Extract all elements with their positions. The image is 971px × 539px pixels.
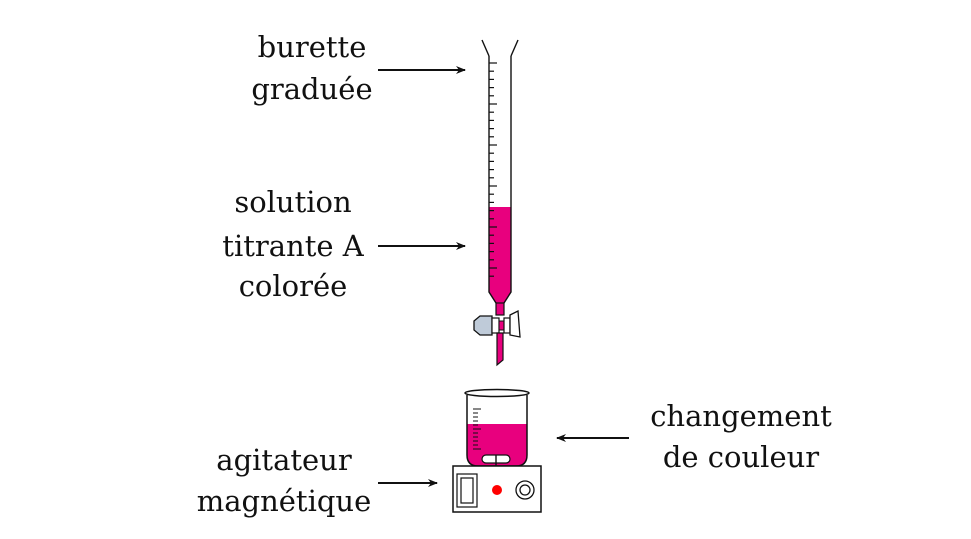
stopcock-handle xyxy=(509,309,521,338)
label-agitateur-line1: agitateur xyxy=(216,443,352,477)
stopcock xyxy=(473,309,521,338)
burette xyxy=(473,39,521,367)
label-changement: changement de couleur xyxy=(650,399,832,474)
burette-graduations xyxy=(489,62,497,277)
speed-knob-center xyxy=(519,484,531,496)
stopcock-channel xyxy=(498,320,505,331)
label-burette-line1: burette xyxy=(258,30,367,64)
indicator-light xyxy=(492,485,502,495)
label-solution-line3: colorée xyxy=(239,269,348,303)
label-solution: solution titrante A colorée xyxy=(222,185,364,303)
beaker-graduations xyxy=(473,408,481,450)
stopcock-collar xyxy=(491,317,500,334)
burette-solution xyxy=(489,207,511,303)
stopcock-collar-right xyxy=(503,317,511,334)
stopcock-knob xyxy=(473,315,493,336)
magnetic-stirrer xyxy=(452,465,542,513)
burette-stem xyxy=(495,302,505,316)
label-changement-line2: de couleur xyxy=(663,440,819,474)
label-burette-line2: graduée xyxy=(251,72,372,106)
label-solution-line2: titrante A xyxy=(222,229,364,263)
stirrer-display-inner xyxy=(460,477,474,504)
beaker-rim xyxy=(464,388,530,398)
burette-flare-right xyxy=(510,39,519,57)
burette-wall-right xyxy=(503,56,512,304)
burette-tip xyxy=(496,332,504,367)
label-burette: burette graduée xyxy=(251,30,372,106)
label-solution-line1: solution xyxy=(234,185,351,219)
label-agitateur-line2: magnétique xyxy=(197,484,372,518)
beaker xyxy=(464,388,530,468)
label-agitateur: agitateur magnétique xyxy=(197,443,372,518)
beaker-solution xyxy=(467,424,527,466)
burette-wall-left xyxy=(488,56,497,304)
label-changement-line1: changement xyxy=(650,399,832,433)
burette-flare-left xyxy=(481,39,490,57)
